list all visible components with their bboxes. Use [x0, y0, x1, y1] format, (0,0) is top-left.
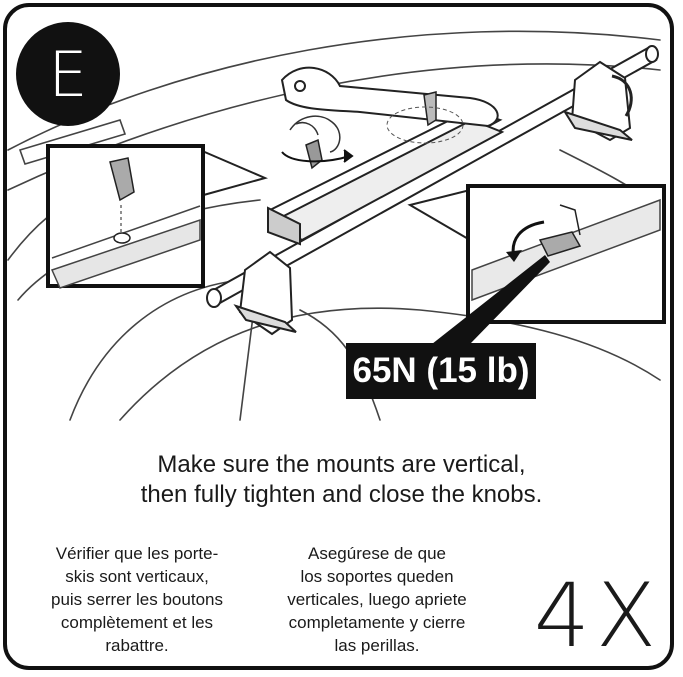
detail-inset-right	[407, 184, 666, 324]
detail-inset-left	[46, 144, 269, 289]
detail-marker	[386, 106, 464, 144]
instruction-line: skis sont verticaux,	[65, 567, 209, 586]
rotation-arrow-icon	[281, 149, 354, 163]
instruction-line: los soportes queden	[300, 567, 454, 586]
instruction-line: puis serrer les boutons	[51, 590, 223, 609]
step-badge: E	[16, 22, 120, 126]
instruction-line: las perillas.	[334, 636, 420, 655]
instruction-english: Make sure the mounts are vertical, then …	[0, 450, 683, 510]
instruction-line: Vérifier que les porte-	[55, 544, 219, 563]
instruction-line: rabattre.	[105, 636, 169, 655]
roof-bar-icon	[18, 45, 659, 308]
quantity-label: 4X	[533, 564, 663, 667]
instruction-line: verticales, luego apriete	[287, 590, 467, 609]
front-foot	[233, 250, 297, 336]
instruction-french: Vérifier que les porte- skis sont vertic…	[18, 542, 256, 657]
instruction-frame	[3, 3, 674, 670]
installation-illustration	[7, 30, 666, 421]
instruction-line: Make sure the mounts are vertical,	[157, 451, 526, 478]
torque-pointer	[432, 255, 550, 344]
instruction-line: completamente y cierre	[288, 613, 466, 632]
instruction-line: Asegúrese de que	[308, 544, 446, 563]
rear-foot	[562, 60, 633, 142]
ski-carrier-icon	[267, 66, 505, 246]
instruction-line: complètement et les	[60, 613, 214, 632]
torque-label: 65N (15 lb)	[346, 343, 536, 399]
instruction-line: then fully tighten and close the knobs.	[140, 481, 543, 508]
instruction-spanish: Asegúrese de que los soportes queden ver…	[264, 542, 490, 657]
hand-icon	[289, 115, 341, 153]
